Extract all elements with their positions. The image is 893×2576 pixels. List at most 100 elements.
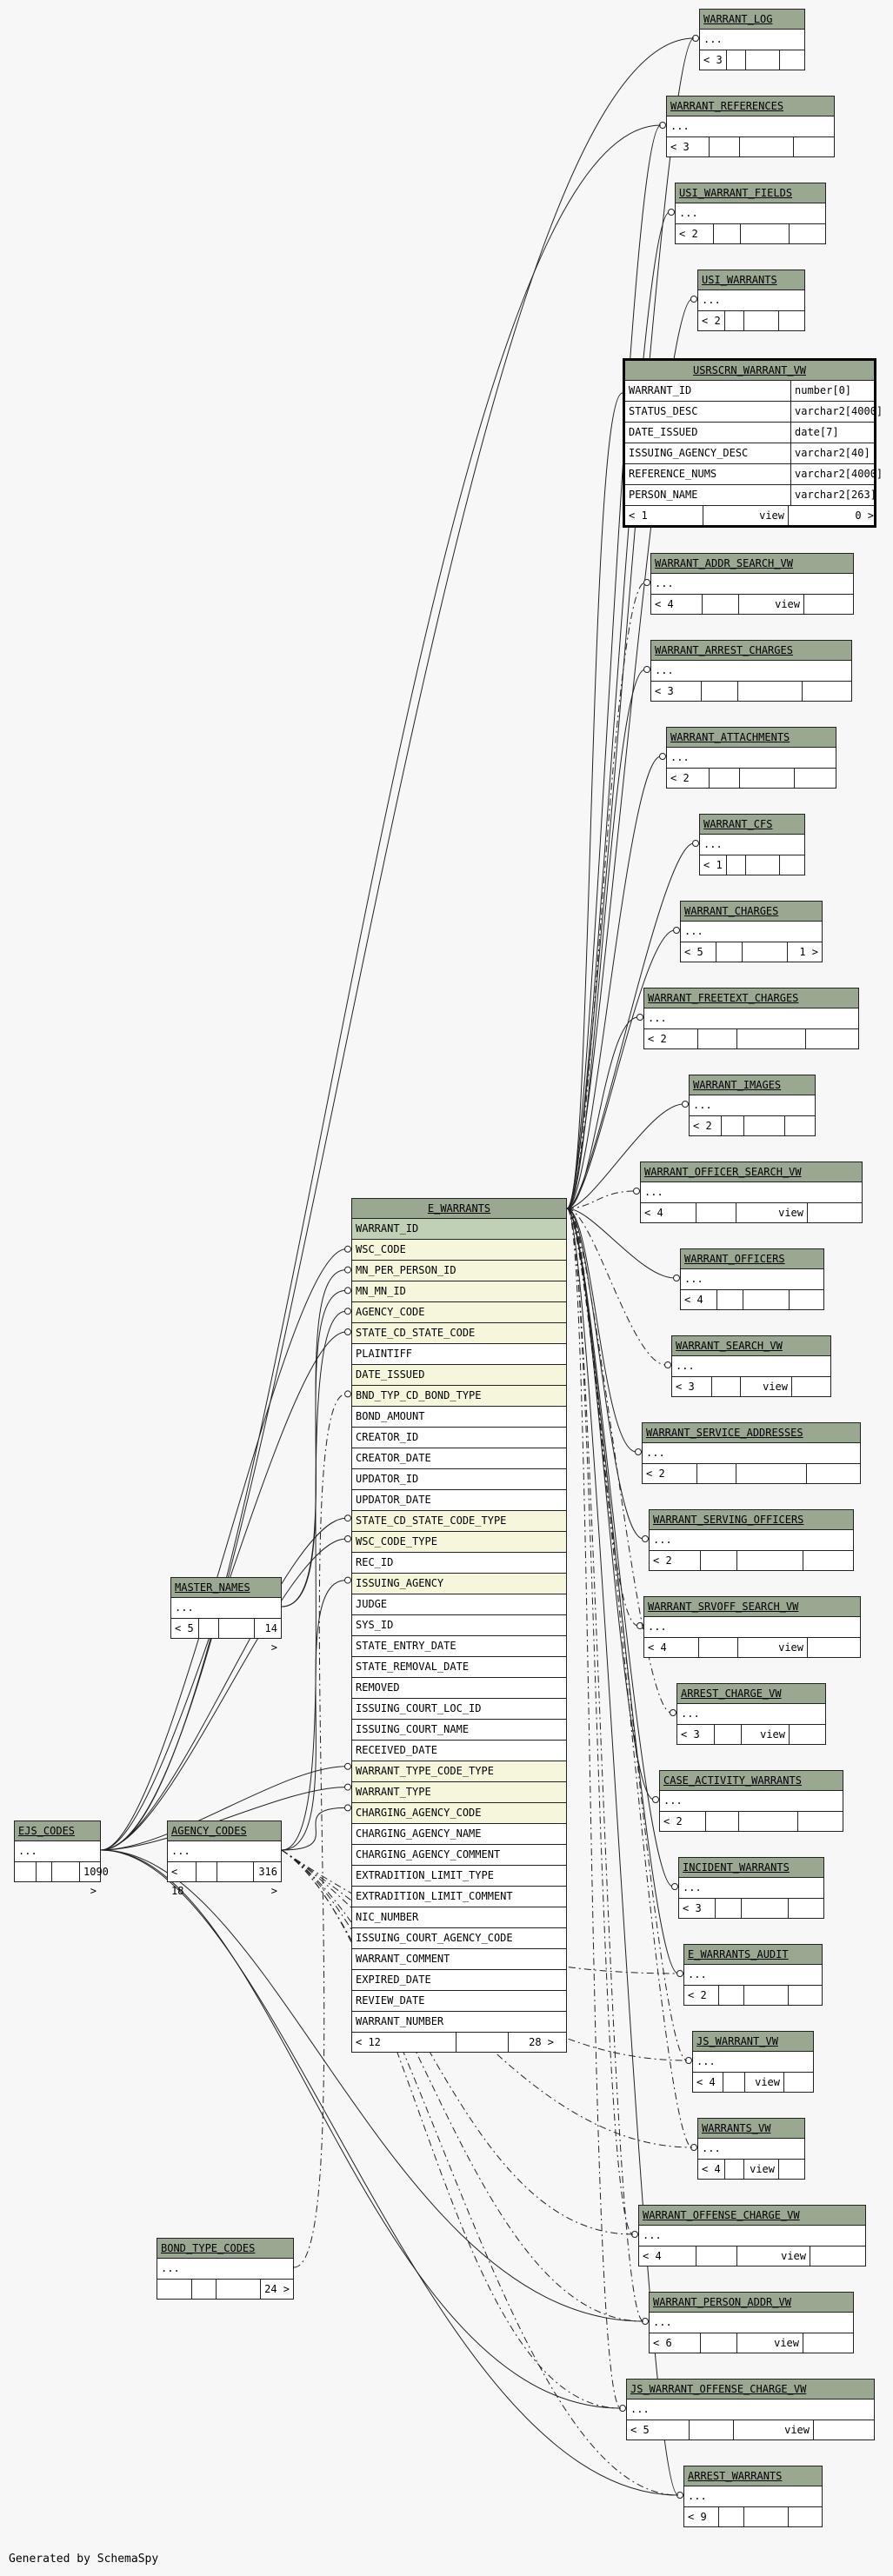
table-warrant-service-addresses[interactable]: WARRANT_SERVICE_ADDRESSES...< 2 (642, 1422, 861, 1484)
table-warrant-arrest-charges[interactable]: WARRANT_ARREST_CHARGES...< 3 (650, 640, 852, 702)
edge-warrant-attachments (566, 755, 662, 1209)
footer-spacer (706, 1812, 739, 1831)
footer-parents-count (794, 137, 834, 156)
table-name: WARRANT_LOG (703, 13, 773, 25)
column-row: ISSUING_COURT_AGENCY_CODE (352, 1928, 566, 1949)
table-header: WARRANT_IMAGES (690, 1075, 815, 1095)
table-name: WARRANT_ADDR_SEARCH_VW (655, 557, 793, 569)
table-name: EJS_CODES (18, 1825, 76, 1837)
table-warrant-references[interactable]: WARRANT_REFERENCES...< 3 (666, 96, 835, 157)
edge-ejs-arrest-warrants (100, 1849, 679, 2496)
footer-type-label (740, 769, 795, 788)
edge-warrant-cfs (566, 842, 695, 1209)
table-e-warrants-audit[interactable]: E_WARRANTS_AUDIT...< 2 (683, 1944, 823, 2006)
column-type: varchar2[40] (790, 443, 870, 463)
table-bond-type-codes[interactable]: BOND_TYPE_CODES...24 > (157, 2238, 294, 2300)
edge-js-warrant-vw (566, 1208, 688, 2061)
column-name: ISSUING_AGENCY_DESC (629, 447, 749, 459)
table-body-ellipsis: ... (700, 835, 804, 855)
column-row: NIC_NUMBER (352, 1907, 566, 1928)
column-name: STATUS_DESC (629, 405, 698, 417)
table-header: ARREST_WARRANTS (684, 2466, 822, 2486)
table-warrant-officers[interactable]: WARRANT_OFFICERS...< 4 (680, 1248, 824, 1310)
edge-end-marker (690, 296, 697, 303)
footer-spacer (698, 1029, 737, 1048)
table-footer: < 2 (684, 1986, 822, 2005)
column-type: date[7] (790, 423, 839, 443)
column-row: CHARGING_AGENCY_NAME (352, 1824, 566, 1845)
table-case-activity-warrants[interactable]: CASE_ACTIVITY_WARRANTS...< 2 (659, 1770, 843, 1832)
footer-children-count: < 4 (651, 595, 703, 614)
table-usi-warrant-fields[interactable]: USI_WARRANT_FIELDS...< 2 (675, 183, 826, 244)
table-ejs-codes[interactable]: EJS_CODES...1090 > (14, 1821, 109, 1897)
table-incident-warrants[interactable]: INCIDENT_WARRANTS...< 3 (678, 1857, 824, 1919)
column-name: REFERENCE_NUMS (629, 468, 717, 480)
column-row: STATUS_DESC varchar2[4000] (625, 402, 883, 423)
footer-children-count: < 3 (677, 1725, 715, 1744)
footer-children-count: < 3 (679, 1899, 716, 1918)
table-warrant-images[interactable]: WARRANT_IMAGES...< 2 (689, 1075, 816, 1136)
table-warrant-cfs[interactable]: WARRANT_CFS...< 1 (699, 814, 805, 875)
footer-type-label: view (734, 2420, 814, 2440)
footer-spacer (719, 1986, 744, 2005)
table-header: BOND_TYPE_CODES (157, 2239, 293, 2259)
edge-end-marker (670, 1709, 676, 1716)
table-usi-warrants[interactable]: USI_WARRANTS...< 2 (697, 270, 805, 331)
edge-usi-warrant-fields (566, 211, 670, 1209)
footer-type-label (746, 855, 780, 875)
footer-children-count: < 3 (700, 50, 727, 70)
edge-agency-warrant-offense-charge-vw (281, 1849, 634, 2235)
table-body-ellipsis: ... (660, 1791, 843, 1812)
table-warrant-attachments[interactable]: WARRANT_ATTACHMENTS...< 2 (666, 727, 836, 789)
column-row: UPDATOR_ID (352, 1469, 566, 1490)
table-body-ellipsis: ... (681, 1269, 823, 1290)
table-name: JS_WARRANT_OFFENSE_CHARGE_VW (630, 2383, 807, 2395)
edge-end-marker (344, 1308, 351, 1315)
table-footer: < 2 (650, 1551, 853, 1570)
generated-by-label: Generated by SchemaSpy (9, 2553, 159, 2566)
footer-spacer (725, 311, 744, 330)
table-header: WARRANT_SERVING_OFFICERS (650, 1510, 853, 1530)
edge-warrants-vw (566, 1208, 693, 2148)
footer-type-label: view (738, 1638, 808, 1657)
column-type: varchar2[4000] (790, 402, 883, 422)
column-row: SYS_ID (352, 1615, 566, 1636)
table-name: WARRANT_FREETEXT_CHARGES (648, 992, 799, 1004)
column-row: BOND_AMOUNT (352, 1407, 566, 1428)
table-name: WARRANTS_VW (702, 2122, 771, 2134)
table-arrest-warrants[interactable]: ARREST_WARRANTS...< 9 (683, 2466, 823, 2527)
footer-parents-count (810, 2247, 865, 2266)
edge-end-marker (664, 1361, 671, 1368)
footer-type-label (743, 1290, 790, 1309)
footer-children-count: < 4 (681, 1290, 717, 1309)
footer-type-label (740, 137, 794, 156)
table-warrant-log[interactable]: WARRANT_LOG...< 3 (699, 9, 805, 70)
footer-children-count: < 2 (667, 769, 710, 788)
table-warrant-freetext-charges[interactable]: WARRANT_FREETEXT_CHARGES...< 2 (643, 988, 859, 1049)
edge-end-marker (344, 1804, 351, 1812)
footer-type-label (737, 1029, 806, 1048)
table-warrant-serving-officers[interactable]: WARRANT_SERVING_OFFICERS...< 2 (649, 1509, 854, 1571)
column-row: ISSUING_AGENCY_DESC varchar2[40] (625, 443, 874, 464)
footer-spacer (727, 50, 746, 70)
table-name: WARRANT_OFFICER_SEARCH_VW (644, 1166, 802, 1178)
edge-end-marker (344, 1783, 351, 1791)
footer-spacer (197, 1862, 217, 1881)
edge-end-marker (635, 1448, 642, 1455)
